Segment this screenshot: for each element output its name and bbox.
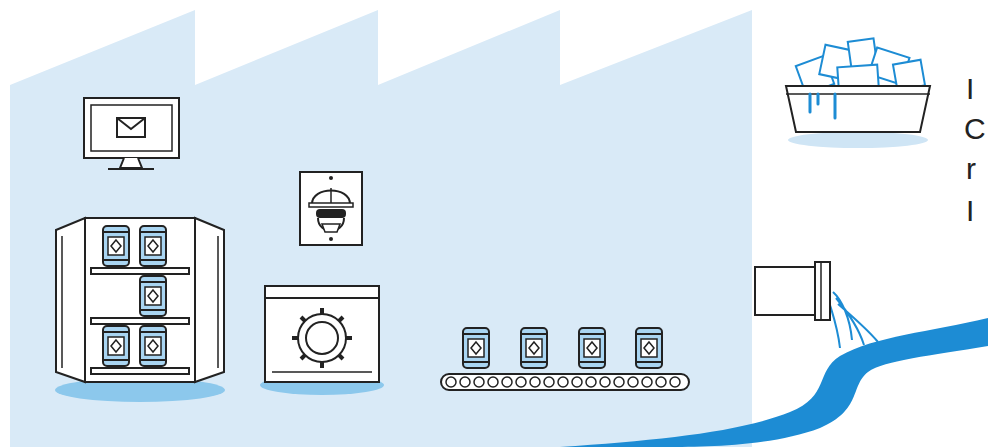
conveyor-belt-part-part xyxy=(502,377,512,387)
discharge-pipe-part xyxy=(755,267,817,315)
safety-sign-part xyxy=(309,203,353,207)
storage-cabinet-part xyxy=(140,226,166,266)
river xyxy=(560,318,988,447)
side-text: C xyxy=(964,112,986,146)
factory-building-part xyxy=(10,10,752,447)
conveyor-belt-part xyxy=(463,328,489,368)
computer-monitor-part xyxy=(108,168,154,170)
machine-part xyxy=(265,297,379,299)
machine-part xyxy=(292,308,352,368)
waste-bin-part xyxy=(786,86,930,132)
conveyor-belt-part-part xyxy=(558,377,568,387)
conveyor-belt-part-part xyxy=(488,377,498,387)
conveyor-belt-part-part xyxy=(586,377,596,387)
conveyor-belt-part xyxy=(446,377,680,387)
conveyor-belt-part-part xyxy=(600,377,610,387)
computer-monitor-part xyxy=(117,118,145,137)
storage-cabinet-part xyxy=(91,268,189,274)
conveyor-belt-part xyxy=(441,374,689,390)
conveyor-belt-part xyxy=(579,328,605,368)
river-part xyxy=(560,318,988,447)
conveyor-belt-part-part xyxy=(460,377,470,387)
discharge-pipe-part xyxy=(820,262,822,320)
machine-part xyxy=(306,322,338,354)
computer-monitor xyxy=(84,98,179,169)
safety-sign xyxy=(300,172,362,245)
conveyor-belt-part-part xyxy=(474,377,484,387)
storage-cabinet-part xyxy=(217,236,219,368)
conveyor-belt-part-part xyxy=(628,377,638,387)
side-text: r xyxy=(966,152,976,186)
computer-monitor-part xyxy=(117,118,145,129)
storage-cabinet-part xyxy=(56,218,85,382)
computer-monitor-part xyxy=(84,98,179,158)
storage-cabinet xyxy=(55,218,225,402)
computer-monitor-part xyxy=(91,105,172,151)
side-text: I xyxy=(966,72,974,106)
storage-cabinet-part xyxy=(91,368,189,374)
safety-sign-part xyxy=(330,188,332,203)
waste-bin-part xyxy=(786,93,930,95)
discharge-pipe-part xyxy=(815,262,830,320)
conveyor-belt-part-part xyxy=(516,377,526,387)
side-text: I xyxy=(966,194,974,228)
storage-cabinet-part xyxy=(85,218,195,382)
safety-sign-part xyxy=(300,172,362,245)
safety-sign-part xyxy=(322,224,340,232)
storage-cabinet-part xyxy=(140,276,166,316)
storage-cabinet-part xyxy=(140,326,166,366)
machine-part xyxy=(272,371,372,373)
conveyor-belt-part xyxy=(636,328,662,368)
conveyor-belt-part-part xyxy=(614,377,624,387)
storage-cabinet-part xyxy=(195,218,224,382)
conveyor-belt-part-part xyxy=(642,377,652,387)
safety-sign-part xyxy=(329,237,333,241)
storage-cabinet-part xyxy=(61,236,63,368)
storage-cabinet-part xyxy=(103,226,129,266)
safety-sign-part xyxy=(329,176,333,180)
machine xyxy=(260,286,384,395)
storage-cabinet-part xyxy=(91,318,189,324)
conveyor-belt xyxy=(441,328,689,390)
conveyor-belt-part-part xyxy=(446,377,456,387)
waste-bin-part xyxy=(788,132,928,148)
factory-building xyxy=(10,10,752,447)
discharge-pipe xyxy=(755,262,878,348)
safety-sign-part xyxy=(316,209,346,218)
discharge-pipe-part xyxy=(830,292,878,348)
computer-monitor-part xyxy=(120,158,142,168)
machine-part xyxy=(265,286,379,382)
conveyor-belt-part-part xyxy=(530,377,540,387)
conveyor-belt-part-part xyxy=(572,377,582,387)
storage-cabinet-part xyxy=(103,326,129,366)
waste-bin-part xyxy=(810,94,835,118)
conveyor-belt-part-part xyxy=(670,377,680,387)
waste-bin xyxy=(786,38,930,148)
conveyor-belt-part-part xyxy=(656,377,666,387)
conveyor-belt-part-part xyxy=(544,377,554,387)
machine-part xyxy=(298,314,346,362)
conveyor-belt-part xyxy=(521,328,547,368)
